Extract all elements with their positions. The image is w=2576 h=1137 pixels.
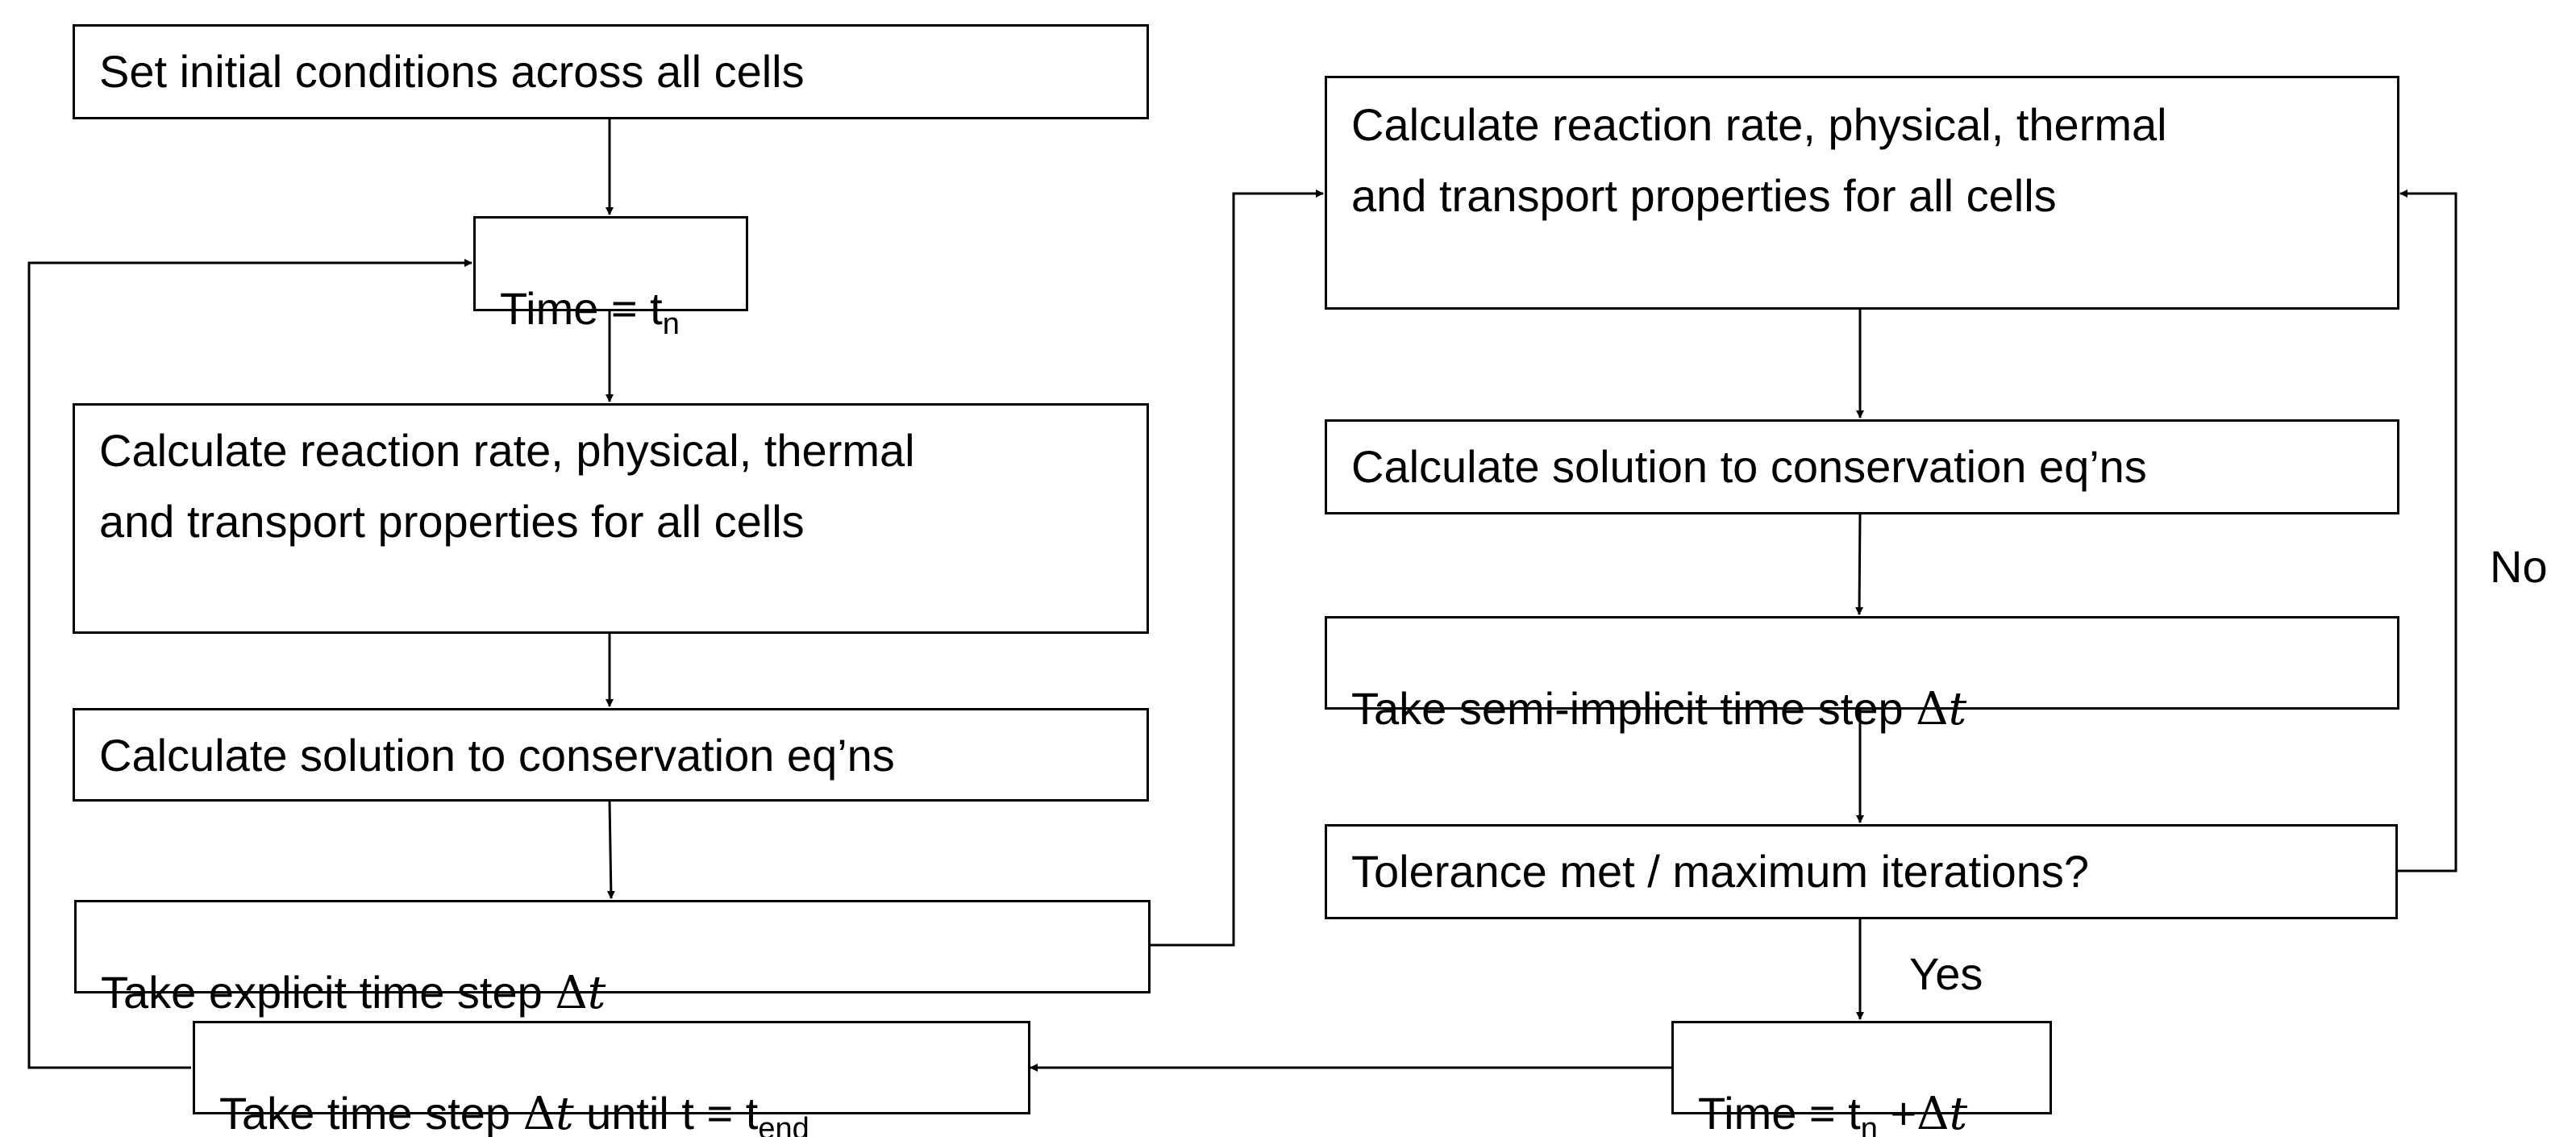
tolerance-box: Tolerance met / maximum iterations? bbox=[1325, 824, 2398, 919]
right-solution-box: Calculate solution to conservation eq’ns bbox=[1325, 419, 2399, 514]
initial-conditions-box: Set initial conditions across all cells bbox=[73, 24, 1149, 119]
tolerance-text: Tolerance met / maximum iterations? bbox=[1351, 846, 2090, 897]
delta-t-symbol: Δt bbox=[1916, 1088, 1968, 1137]
right-properties-text: Calculate reaction rate, physical, therm… bbox=[1351, 99, 2167, 221]
arrow-right-solution-to-semi bbox=[1855, 512, 1864, 615]
time-update-subscript: n bbox=[1860, 1112, 1878, 1137]
time-update-prefix: Time = t bbox=[1698, 1088, 1861, 1137]
left-properties-text: Calculate reaction rate, physical, therm… bbox=[99, 425, 915, 547]
loop-until-prefix: Take time step bbox=[219, 1088, 523, 1137]
arrow-solution-to-explicit bbox=[606, 799, 615, 899]
time-update-plus: + bbox=[1877, 1088, 1917, 1137]
delta-t-symbol: Δt bbox=[1916, 683, 1967, 735]
right-solution-text: Calculate solution to conservation eq’ns bbox=[1351, 441, 2147, 492]
no-label: No bbox=[2490, 541, 2548, 592]
explicit-step-label: Take explicit time step bbox=[101, 967, 556, 1018]
time-update-box: Time = tn +Δt bbox=[1671, 1021, 2052, 1137]
semi-implicit-step-label: Take semi-implicit time step bbox=[1351, 683, 1916, 734]
time-tn-box: Time = tn bbox=[473, 216, 748, 339]
left-solution-text: Calculate solution to conservation eq’ns bbox=[99, 730, 895, 781]
time-update-text: Time = tn +Δt bbox=[1698, 1046, 2030, 1137]
time-tn-prefix: Time = t bbox=[500, 283, 663, 334]
delta-t-symbol: Δt bbox=[555, 967, 606, 1019]
loop-until-subscript: end bbox=[758, 1112, 809, 1137]
semi-implicit-step-text: Take semi-implicit time step Δt bbox=[1351, 641, 2378, 732]
left-solution-box: Calculate solution to conservation eq’ns bbox=[73, 708, 1149, 802]
yes-label: Yes bbox=[1909, 948, 1983, 999]
arrow-explicit-to-right-properties bbox=[1148, 190, 1324, 947]
explicit-step-box: Take explicit time step Δt bbox=[74, 900, 1151, 1016]
left-properties-box: Calculate reaction rate, physical, therm… bbox=[73, 403, 1149, 634]
time-tn-subscript: n bbox=[662, 307, 680, 341]
loop-until-middle: until t = t bbox=[573, 1088, 759, 1137]
semi-implicit-step-box: Take semi-implicit time step Δt bbox=[1325, 616, 2399, 732]
loop-until-box: Take time step Δt until t = tend bbox=[193, 1021, 1030, 1137]
loop-until-text: Take time step Δt until t = tend bbox=[219, 1046, 1009, 1137]
delta-t-symbol: Δt bbox=[522, 1088, 574, 1137]
arrow-no-loop bbox=[2398, 190, 2457, 873]
right-properties-box: Calculate reaction rate, physical, therm… bbox=[1325, 76, 2399, 310]
explicit-step-text: Take explicit time step Δt bbox=[101, 925, 1129, 1016]
initial-conditions-text: Set initial conditions across all cells bbox=[99, 46, 805, 97]
time-tn-text: Time = tn bbox=[500, 241, 726, 340]
arrow-loop-to-time bbox=[27, 259, 472, 1069]
